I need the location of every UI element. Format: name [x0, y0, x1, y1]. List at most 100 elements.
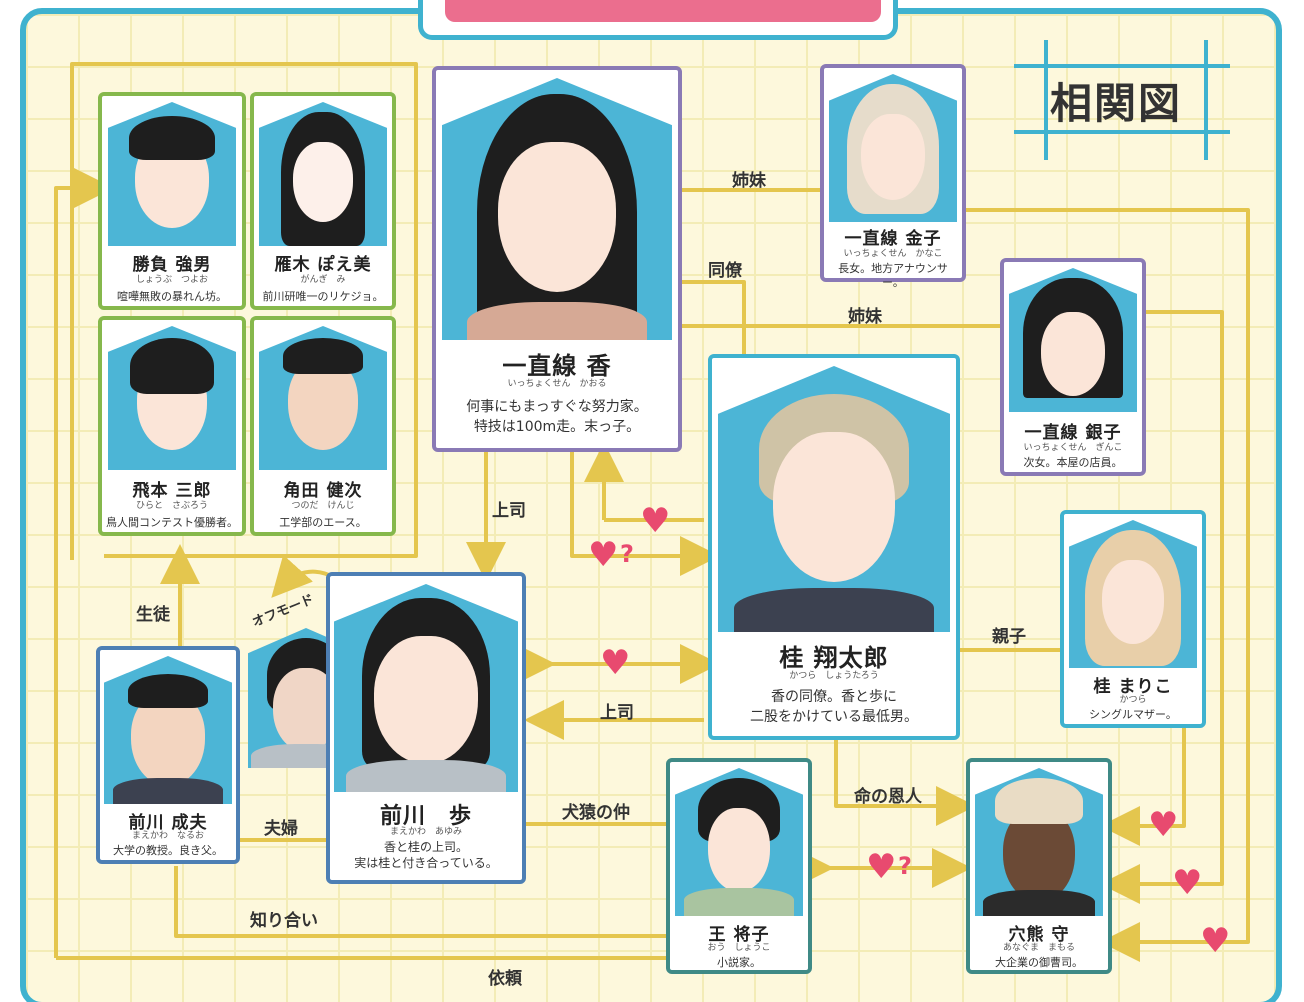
relation-label: 命の恩人	[854, 787, 922, 807]
character-description: 大学の教授。良き父。	[113, 844, 223, 857]
character-description-line2: 特技は100m走。末っ子。	[473, 419, 641, 435]
character-description: 喧嘩無敗の暴れん坊。	[117, 290, 227, 303]
card-ou-shouko: 王 将子 おう しょうこ 小説家。	[666, 758, 812, 974]
body	[346, 760, 506, 792]
heart-icon: ♥	[600, 643, 631, 683]
hair	[129, 116, 215, 160]
card-tsunoda-kenji: 角田 健次 つのだ けんじ 工学部のエース。	[250, 316, 396, 536]
card-maekawa-ayumi: 前川 歩 まえかわ あゆみ 香と桂の上司。 実は桂と付き合っている。	[326, 572, 526, 884]
character-description: 工学部のエース。	[279, 516, 367, 529]
character-reading: ひらと さぶろう	[135, 501, 208, 511]
portrait	[442, 78, 672, 340]
card-ganki-poemi: 雁木 ぽえ美 がんぎ み 前川研唯一のリケジョ。	[250, 92, 396, 310]
portrait	[259, 326, 387, 470]
portrait	[718, 366, 950, 632]
relation-label: 依頼	[488, 969, 522, 989]
character-description: 小説家。	[717, 956, 761, 969]
face	[773, 432, 895, 582]
relation-label: 上司	[600, 703, 634, 723]
character-reading: まえかわ あゆみ	[389, 827, 462, 837]
turban	[995, 778, 1083, 824]
card-maekawa-naruo: 前川 成夫 まえかわ なるお 大学の教授。良き父。	[96, 646, 240, 864]
character-description: 大企業の御曹司。	[995, 956, 1083, 969]
character-reading: しょうぶ つよお	[135, 275, 208, 285]
body	[734, 588, 934, 632]
relation-label: 姉妹	[732, 171, 766, 191]
body	[684, 888, 794, 916]
face	[708, 808, 770, 892]
character-description-line2: 実は桂と付き合っている。	[354, 856, 498, 870]
card-katsura-shoutarou: 桂 翔太郎 かつら しょうたろう 香の同僚。香と歩に 二股をかけている最低男。	[708, 354, 960, 740]
relation-label: 上司	[492, 501, 526, 521]
face	[374, 636, 478, 764]
heart-icon: ♥	[1148, 805, 1179, 845]
face	[861, 114, 925, 200]
character-name: 角田 健次	[283, 481, 363, 501]
character-name: 前川 成夫	[128, 813, 208, 833]
portrait	[829, 74, 957, 222]
portrait	[975, 768, 1103, 916]
character-description-line1: 香と桂の上司。	[383, 840, 468, 854]
relation-label: 生徒	[136, 605, 170, 625]
relation-label: 同僚	[708, 261, 742, 281]
face	[1041, 312, 1105, 396]
line-acquaintance	[174, 866, 668, 938]
relation-label: 夫婦	[264, 819, 298, 839]
character-reading: いっちょくせん かなこ	[843, 249, 943, 259]
card-icchokusen-ginko: 一直線 銀子 いっちょくせん ぎんこ 次女。本屋の店員。	[1000, 258, 1146, 476]
line-right-3	[1100, 728, 1186, 846]
heart-icon: ♥	[1172, 863, 1203, 903]
card-shoubu-tsuyoo: 勝負 強男 しょうぶ つよお 喧嘩無敗の暴れん坊。	[98, 92, 246, 310]
hair	[128, 674, 208, 708]
portrait	[334, 584, 518, 792]
body	[113, 778, 223, 804]
character-description: 前川研唯一のリケジョ。	[262, 290, 384, 303]
character-description: 長女。地方アナウンサー。	[838, 262, 948, 290]
character-name: 桂 まりこ	[1093, 677, 1173, 697]
character-reading: いっちょくせん かおる	[507, 379, 607, 389]
card-icchokusen-kaoru: 一直線 香 いっちょくせん かおる 何事にもまっすぐな努力家。 特技は100m走…	[432, 66, 682, 452]
relation-label: 姉妹	[848, 307, 882, 327]
card-icchokusen-kaneko: 一直線 金子 いっちょくせん かなこ 長女。地方アナウンサー。	[820, 64, 966, 289]
portrait	[259, 102, 387, 246]
portrait	[1009, 268, 1137, 412]
character-description-line2: 二股をかけている最低男。	[750, 709, 918, 725]
character-name: 一直線 香	[502, 352, 612, 380]
title-banner-bar	[445, 0, 881, 22]
line-colleague	[682, 280, 746, 356]
character-name: 一直線 金子	[844, 229, 942, 249]
portrait	[108, 102, 236, 246]
character-name: 勝負 強男	[132, 255, 212, 275]
portrait	[108, 326, 236, 470]
character-description: シングルマザー。	[1089, 708, 1177, 721]
line-right-2	[1100, 310, 1224, 904]
character-description-line1: 香の同僚。香と歩に	[771, 689, 897, 705]
character-description: 次女。本屋の店員。	[1023, 456, 1123, 469]
body	[983, 890, 1095, 916]
line-love-b	[570, 452, 720, 576]
heart-icon: ♥	[588, 535, 619, 575]
soukan-frame	[1014, 40, 1230, 160]
question-mark-icon: ?	[898, 852, 912, 880]
line-request	[54, 168, 114, 958]
hair	[130, 338, 214, 394]
character-name: 穴熊 守	[1008, 925, 1070, 945]
character-reading: おう しょうこ	[707, 943, 771, 953]
character-description: 鳥人間コンテスト優勝者。	[106, 516, 238, 529]
character-reading: かつら	[1119, 695, 1147, 705]
portrait	[104, 656, 232, 804]
relation-label: 知り合い	[250, 911, 318, 931]
card-hirato-saburou: 飛本 三郎 ひらと さぶろう 鳥人間コンテスト優勝者。	[98, 316, 246, 536]
card-katsura-mariko: 桂 まりこ かつら シングルマザー。	[1060, 510, 1206, 728]
character-description-line1: 何事にもまっすぐな努力家。	[466, 399, 648, 415]
character-reading: まえかわ なるお	[131, 831, 204, 841]
character-name: 桂 翔太郎	[779, 644, 889, 672]
diagram-heading: 相関図	[1050, 79, 1183, 128]
question-mark-icon: ?	[620, 540, 634, 568]
line-savior	[834, 740, 976, 826]
relation-label: 犬猿の仲	[562, 803, 630, 823]
face	[498, 142, 616, 292]
character-name: 王 将子	[708, 925, 770, 945]
character-reading: がんぎ み	[300, 275, 346, 285]
